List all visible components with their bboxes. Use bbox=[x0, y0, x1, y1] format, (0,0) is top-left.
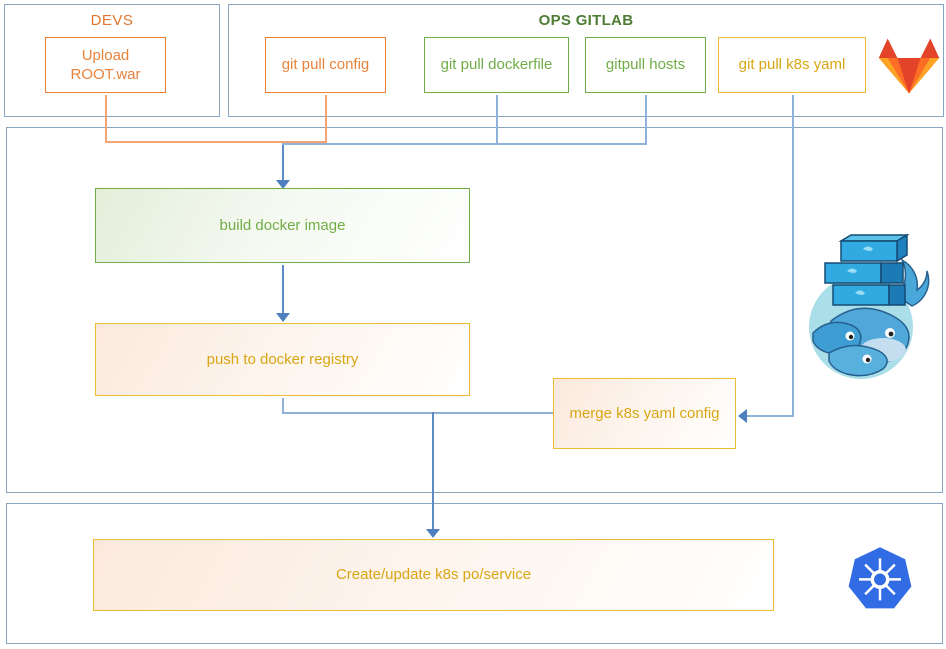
node-label: git pull dockerfile bbox=[440, 56, 553, 74]
edge-gitpull-hosts-down bbox=[645, 95, 647, 145]
edge-push-down bbox=[282, 398, 284, 414]
gitlab-logo-icon bbox=[877, 35, 941, 97]
node-label: merge k8s yaml config bbox=[569, 404, 720, 422]
node-gitpull-hosts: gitpull hosts bbox=[585, 37, 706, 93]
edge-blue-merge-horizontal bbox=[282, 143, 647, 145]
edge-into-merge-k8s-yaml bbox=[747, 415, 793, 417]
node-label: build docker image bbox=[219, 216, 346, 234]
node-label: git pull k8s yaml bbox=[738, 56, 846, 74]
arrowhead-merge-k8s-yaml bbox=[738, 409, 747, 423]
edge-push-merge-horizontal bbox=[282, 412, 553, 414]
arrowhead-push-registry bbox=[276, 313, 290, 322]
edge-into-create-update bbox=[432, 412, 434, 531]
edge-upload-rootwar-down bbox=[105, 95, 107, 143]
edge-into-build-docker-image bbox=[282, 145, 284, 182]
arrowhead-build-docker-image bbox=[276, 180, 290, 189]
edge-git-pull-config-down bbox=[325, 95, 327, 142]
node-label: Upload ROOT.war bbox=[70, 46, 141, 84]
node-label: git pull config bbox=[281, 56, 370, 74]
node-label: gitpull hosts bbox=[605, 56, 686, 74]
kubernetes-logo-icon bbox=[845, 543, 915, 613]
node-label: push to docker registry bbox=[206, 350, 359, 368]
node-build-docker-image: build docker image bbox=[95, 188, 470, 263]
edge-build-to-push bbox=[282, 265, 284, 315]
node-git-pull-k8s-yaml: git pull k8s yaml bbox=[718, 37, 866, 93]
node-git-pull-config: git pull config bbox=[265, 37, 386, 93]
node-push-to-docker-registry: push to docker registry bbox=[95, 323, 470, 396]
ops-gitlab-group-title: OPS GITLAB bbox=[538, 12, 634, 29]
edge-orange-merge-horizontal bbox=[105, 141, 327, 143]
edge-git-pull-k8s-yaml-down bbox=[792, 95, 794, 417]
node-label: Create/update k8s po/service bbox=[335, 566, 532, 584]
devs-group: DEVS bbox=[4, 4, 220, 117]
node-merge-k8s-yaml-config: merge k8s yaml config bbox=[553, 378, 736, 449]
devs-group-title: DEVS bbox=[90, 12, 134, 29]
node-upload-root-war: Upload ROOT.war bbox=[45, 37, 166, 93]
edge-git-pull-dockerfile-down bbox=[496, 95, 498, 145]
arrowhead-create-update bbox=[426, 529, 440, 538]
docker-swarm-logo-icon bbox=[795, 233, 937, 381]
node-git-pull-dockerfile: git pull dockerfile bbox=[424, 37, 569, 93]
node-create-update-k8s-po-service: Create/update k8s po/service bbox=[93, 539, 774, 611]
